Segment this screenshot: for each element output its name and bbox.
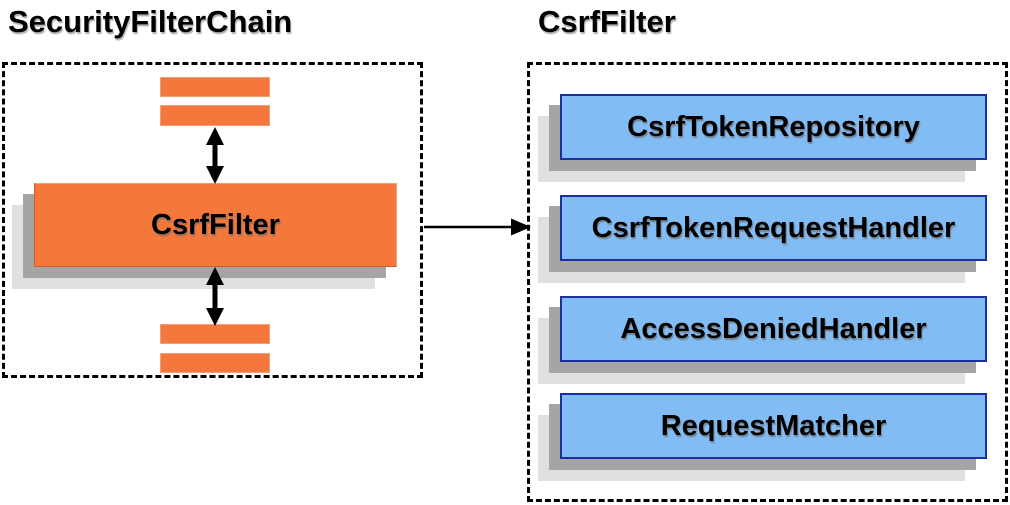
component-box-csrf-token-request-handler: CsrfTokenRequestHandler [560,195,987,261]
csrf-filter-title: CsrfFilter [538,4,676,39]
security-filter-chain-container [2,62,423,378]
csrf-filter-node: CsrfFilter [34,183,397,267]
csrf-filter-container [527,62,1008,502]
flow-arrow-icon [424,218,531,236]
filter-chain-bar [160,77,270,97]
filter-chain-bar [160,324,270,344]
component-box-csrf-token-repository: CsrfTokenRepository [560,94,987,160]
filter-chain-bar [160,105,270,126]
component-box-access-denied-handler: AccessDeniedHandler [560,296,987,362]
security-filter-chain-title: SecurityFilterChain [8,4,293,39]
component-box-request-matcher: RequestMatcher [560,393,987,459]
filter-chain-bar [160,353,270,373]
